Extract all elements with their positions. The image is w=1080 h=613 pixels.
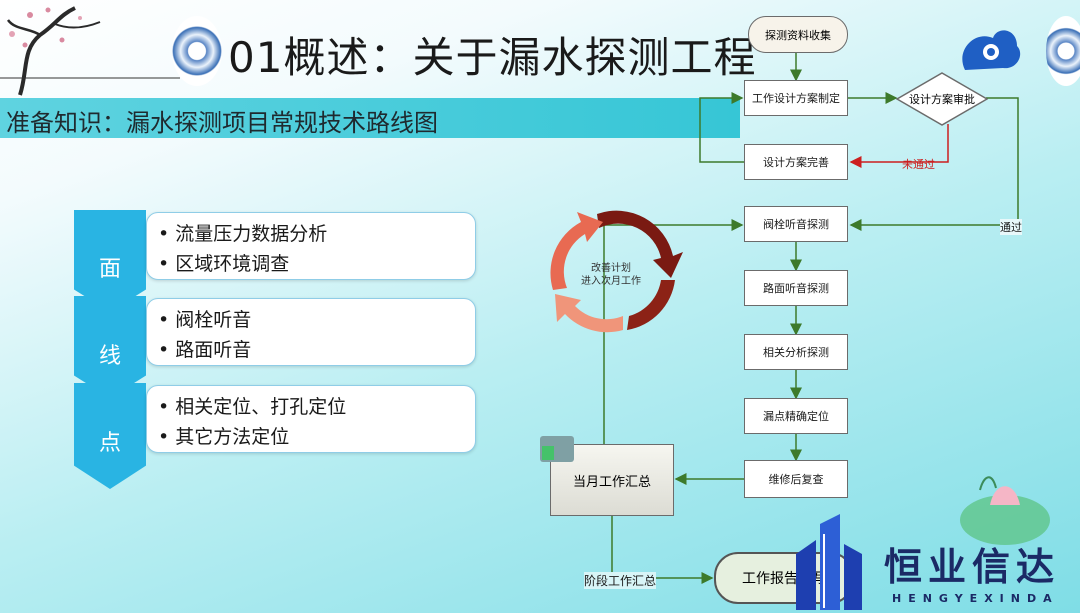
- stage-summary-label: 阶段工作汇总: [584, 572, 657, 589]
- not-passed-label: 未通过: [902, 158, 935, 171]
- level-box-line: [146, 298, 476, 366]
- collect-node: 探测资料收集: [748, 16, 848, 53]
- level-label-surface: 面: [98, 257, 121, 282]
- level-box-surface: [146, 212, 476, 280]
- level-item: • 区域环境调查: [158, 253, 290, 275]
- page-title: 01概述：关于漏水探测工程: [228, 33, 757, 82]
- ornament-left: [172, 16, 222, 86]
- level-item: • 路面听音: [158, 339, 252, 361]
- level-item: • 其它方法定位: [158, 426, 290, 448]
- ornament-right: [1046, 16, 1080, 86]
- approve-diamond: [896, 72, 988, 126]
- level-label-point: 点: [98, 431, 121, 456]
- chevron-surface: [74, 210, 146, 312]
- chevron-line: [74, 296, 146, 398]
- monthly-summary-icon-mark: [542, 446, 554, 460]
- pinpoint-node: 漏点精确定位: [744, 398, 848, 434]
- level-item: • 相关定位、打孔定位: [158, 396, 347, 418]
- passed-label: 通过: [1000, 219, 1022, 235]
- level-item: • 流量压力数据分析: [158, 223, 328, 245]
- subtitle: 准备知识：漏水探测项目常规技术路线图: [6, 109, 438, 137]
- cycle-arrows-icon: [550, 210, 683, 333]
- approve-node-label: 设计方案审批: [909, 93, 975, 106]
- logo-name: 恒业信达: [884, 545, 1061, 589]
- valve-listening-node: 阀栓听音探测: [744, 206, 848, 242]
- lotus-decoration: [960, 476, 1050, 545]
- correlation-node: 相关分析探测: [744, 334, 848, 370]
- road-listening-node: 路面听音探测: [744, 270, 848, 306]
- cloud-icon: [962, 30, 1021, 70]
- level-label-line: 线: [98, 344, 121, 369]
- improve-node: 设计方案完善: [744, 144, 848, 180]
- recheck-node: 维修后复查: [744, 460, 848, 498]
- chevron-point: [74, 383, 146, 489]
- ink-tree-decoration: [0, 6, 180, 96]
- design-node: 工作设计方案制定: [744, 80, 848, 116]
- logo-pinyin: HENGYEXINDA: [892, 592, 1059, 605]
- logo-icon: [796, 514, 862, 610]
- subtitle-bar: [0, 98, 740, 138]
- level-box-point: [146, 385, 476, 453]
- cycle-text: 改善计划 进入次月工作: [581, 263, 641, 287]
- level-item: • 阀栓听音: [158, 309, 252, 331]
